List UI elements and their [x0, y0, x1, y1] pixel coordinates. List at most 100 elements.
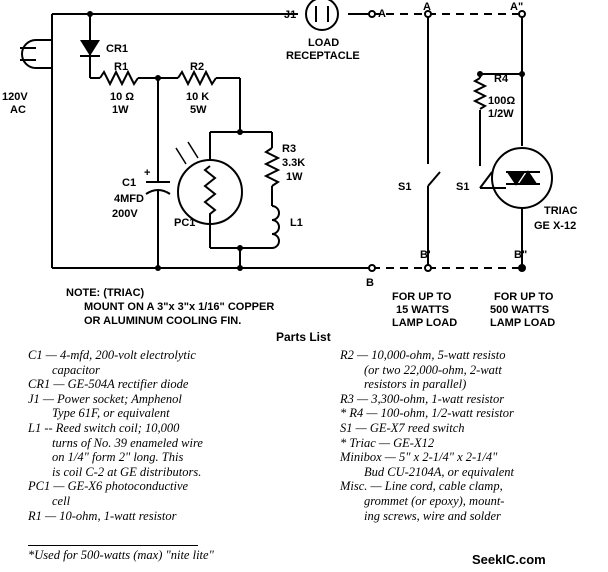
- parts-list-line: J1 — Power socket; Amphenol: [28, 391, 182, 406]
- parts-list-line: cell: [52, 493, 71, 508]
- s1-reed-switch-15w: [427, 171, 441, 187]
- parts-list-line: is coil C-2 at GE distributors.: [52, 464, 202, 479]
- parts-list-line: Minibox — 5" x 2-1/4" x 2-1/4": [340, 450, 498, 465]
- parts-list-line: R1 — 10-ohm, 1-watt resistor: [28, 508, 177, 523]
- load500-line-3: LAMP LOAD: [490, 317, 555, 329]
- terminal-a-dot: [368, 10, 376, 18]
- ac-plug-symbol: [21, 39, 53, 69]
- r4-resistor: [472, 77, 488, 110]
- s1-label-500w: S1: [456, 181, 469, 193]
- r1-resistor: [99, 69, 139, 87]
- terminal-b-label: B: [366, 277, 374, 289]
- watermark-logo: SeekIC.com: [472, 552, 546, 567]
- cr1-diode: [80, 40, 100, 56]
- r2-resistor: [177, 69, 217, 87]
- triac-label: TRIAC: [544, 205, 578, 217]
- s1-reed-switch-500w: [479, 171, 493, 189]
- parts-list-title: Parts List: [276, 330, 331, 344]
- parts-list-line: turns of No. 39 enameled wire: [52, 435, 203, 450]
- terminal-b-prime-label: B': [420, 249, 431, 261]
- parts-list-line: ing screws, wire and solder: [364, 508, 501, 523]
- r2-value: 10 K: [186, 91, 209, 103]
- parts-list-line: R3 — 3,300-ohm, 1-watt resistor: [340, 391, 505, 406]
- load-receptacle-label-1: LOAD: [308, 37, 339, 49]
- s1-label-15w: S1: [398, 181, 411, 193]
- parts-list-entry: R2 — 10,000-ohm, 5-watt resisto(or two 2…: [340, 348, 605, 392]
- load15-line-2: 15 WATTS: [396, 304, 449, 316]
- parts-list-entry: S1 — GE-X7 reed switch: [340, 421, 605, 436]
- parts-list-line: * R4 — 100-ohm, 1/2-watt resistor: [340, 406, 514, 421]
- l1-coil: [271, 205, 280, 249]
- parts-list-entry: Minibox — 5" x 2-1/4" x 2-1/4"Bud CU-210…: [340, 450, 605, 479]
- parts-list-line: CR1 — GE-504A rectifier diode: [28, 377, 189, 392]
- parts-list-line: grommet (or epoxy), mount-: [364, 493, 505, 508]
- r4-rating: 1/2W: [488, 108, 514, 120]
- parts-list-line: resistors in parallel): [364, 377, 467, 392]
- terminal-a-label: A: [378, 8, 386, 20]
- parts-list-entry: Misc. — Line cord, cable clamp,grommet (…: [340, 479, 605, 523]
- c1-rating: 200V: [112, 208, 138, 220]
- parts-list-line: PC1 — GE-X6 photoconductive: [28, 479, 189, 494]
- r3-value: 3.3K: [282, 157, 305, 169]
- pc1-label: PC1: [174, 217, 195, 229]
- load15-line-3: LAMP LOAD: [392, 317, 457, 329]
- terminal-a-double-prime-label: A": [510, 1, 523, 13]
- parts-list-entry: * R4 — 100-ohm, 1/2-watt resistor: [340, 406, 605, 421]
- source-label-1: 120V: [2, 91, 28, 103]
- parts-list-line: Misc. — Line cord, cable clamp,: [340, 479, 503, 494]
- r2-rating: 5W: [190, 104, 207, 116]
- c1-plus-sign: +: [144, 167, 150, 179]
- load500-line-2: 500 WATTS: [490, 304, 549, 316]
- parts-list-entry: * Triac — GE-X12: [340, 436, 605, 451]
- parts-list-right-column: R2 — 10,000-ohm, 5-watt resisto(or two 2…: [340, 348, 605, 523]
- parts-list-line: R2 — 10,000-ohm, 5-watt resisto: [340, 348, 506, 362]
- r1-value: 10 Ω: [110, 91, 134, 103]
- terminal-b-double-prime-label: B": [514, 249, 527, 261]
- terminal-a-prime-label: A: [423, 1, 431, 13]
- l1-label: L1: [290, 217, 303, 229]
- r2-label: R2: [190, 61, 204, 73]
- triac-mounting-note: NOTE: (TRIAC) MOUNT ON A 3"x 3"x 1/16" C…: [66, 286, 326, 328]
- r3-rating: 1W: [286, 171, 303, 183]
- footnote: *Used for 500-watts (max) "nite lite": [28, 548, 214, 562]
- triac-symbol: [491, 147, 553, 209]
- source-label-2: AC: [10, 104, 26, 116]
- note-line: MOUNT ON A 3"x 3"x 1/16" COPPER: [84, 301, 275, 313]
- c1-value: 4MFD: [114, 193, 144, 205]
- r3-resistor: [263, 147, 281, 187]
- parts-list-line: capacitor: [52, 362, 100, 377]
- parts-list-line: * Triac — GE-X12: [340, 435, 435, 450]
- parts-list-line: (or two 22,000-ohm, 2-watt: [364, 362, 502, 377]
- load500-line-1: FOR UP TO: [494, 291, 554, 303]
- r4-label: R4: [494, 73, 509, 85]
- note-line: NOTE: (TRIAC): [66, 287, 145, 299]
- r1-label: R1: [114, 61, 128, 73]
- parts-list-line: on 1/4" form 2" long. This: [52, 450, 184, 465]
- parts-list-line: Type 61F, or equivalent: [52, 406, 170, 421]
- parts-list-entry: CR1 — GE-504A rectifier diode: [28, 377, 328, 392]
- load15-line-1: FOR UP TO: [392, 291, 452, 303]
- r1-rating: 1W: [112, 104, 129, 116]
- note-line: OR ALUMINUM COOLING FIN.: [84, 315, 242, 327]
- parts-list-entry: R1 — 10-ohm, 1-watt resistor: [28, 509, 328, 524]
- r4-value: 100Ω: [488, 95, 515, 107]
- j1-receptacle: [305, 0, 339, 31]
- triac-part: GE X-12: [534, 220, 576, 232]
- parts-list-entry: R3 — 3,300-ohm, 1-watt resistor: [340, 392, 605, 407]
- parts-list-line: C1 — 4-mfd, 200-volt electrolytic: [28, 348, 196, 362]
- terminal-b-dot: [368, 264, 376, 272]
- parts-list-line: S1 — GE-X7 reed switch: [340, 420, 465, 435]
- c1-label: C1: [122, 177, 136, 189]
- parts-list-line: Bud CU-2104A, or equivalent: [364, 464, 514, 479]
- r3-label: R3: [282, 143, 296, 155]
- cr1-label: CR1: [106, 43, 128, 55]
- load-receptacle-label-2: RECEPTACLE: [286, 50, 360, 62]
- footnote-divider: [28, 545, 198, 546]
- circuit-schematic: 120V AC J1 LOAD RECEPTACLE CR1 R1 10 Ω 1…: [2, 0, 578, 329]
- parts-list-line: L1 -- Reed switch coil; 10,000: [28, 420, 180, 435]
